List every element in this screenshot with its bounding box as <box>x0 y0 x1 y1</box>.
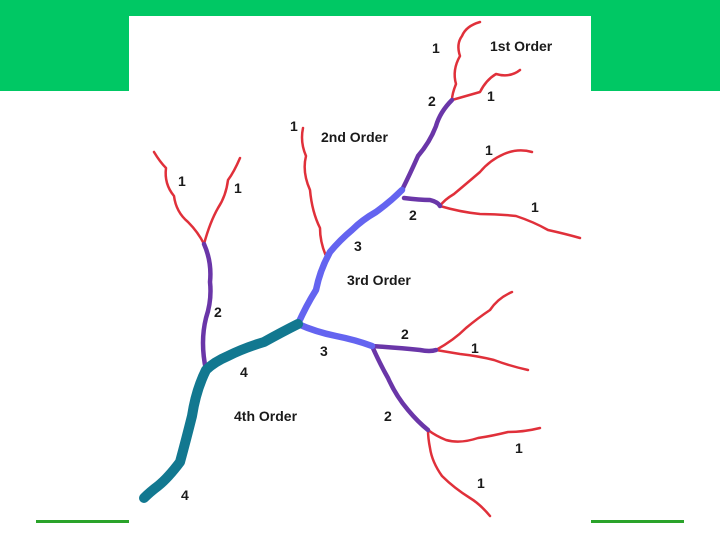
third-order-label: 3rd Order <box>347 272 411 288</box>
first-order-label: 1st Order <box>490 38 553 54</box>
fourth-order-label: 4th Order <box>234 408 298 424</box>
stream-number: 1 <box>471 340 479 356</box>
first-order-stream <box>450 20 482 102</box>
third-order-stream <box>294 186 406 328</box>
stream-number: 3 <box>354 238 362 254</box>
first-order-stream <box>426 428 492 518</box>
stream-number: 1 <box>487 88 495 104</box>
fourth-order-stream-group <box>139 319 303 503</box>
stream-number: 1 <box>515 440 523 456</box>
stream-number: 1 <box>234 180 242 196</box>
stream-number: 1 <box>432 40 440 56</box>
first-order-stream <box>202 156 242 246</box>
second-order-stream <box>369 343 439 354</box>
second-order-stream <box>200 241 213 373</box>
stream-number: 4 <box>240 364 248 380</box>
third-order-stream <box>294 320 376 350</box>
first-order-stream <box>300 126 328 258</box>
second-order-stream <box>399 97 455 193</box>
stream-number: 1 <box>290 118 298 134</box>
stream-order-diagram: 1st Order 2nd Order 3rd Order 4th Order … <box>129 16 591 524</box>
third-order-streams <box>294 186 406 350</box>
stream-network-svg: 1st Order 2nd Order 3rd Order 4th Order … <box>139 20 582 518</box>
stream-number: 2 <box>384 408 392 424</box>
stream-number: 1 <box>531 199 539 215</box>
first-order-stream <box>434 348 530 372</box>
first-order-streams <box>152 20 582 518</box>
first-order-stream <box>434 290 514 352</box>
stream-number: 2 <box>214 304 222 320</box>
stream-number: 4 <box>181 487 189 503</box>
second-order-label: 2nd Order <box>321 129 388 145</box>
first-order-stream <box>450 68 522 102</box>
second-order-stream <box>369 343 431 433</box>
stream-number: 2 <box>401 326 409 342</box>
second-order-streams <box>200 97 455 433</box>
first-order-stream <box>438 149 534 208</box>
stream-number: 1 <box>178 173 186 189</box>
stream-number: 1 <box>477 475 485 491</box>
first-order-stream <box>438 204 582 240</box>
fourth-order-stream <box>139 319 303 503</box>
second-order-stream <box>401 195 443 209</box>
stream-number: 1 <box>485 142 493 158</box>
stream-number: 2 <box>409 207 417 223</box>
stream-number: 2 <box>428 93 436 109</box>
first-order-stream <box>426 426 542 443</box>
first-order-stream <box>152 150 206 246</box>
stream-number: 3 <box>320 343 328 359</box>
